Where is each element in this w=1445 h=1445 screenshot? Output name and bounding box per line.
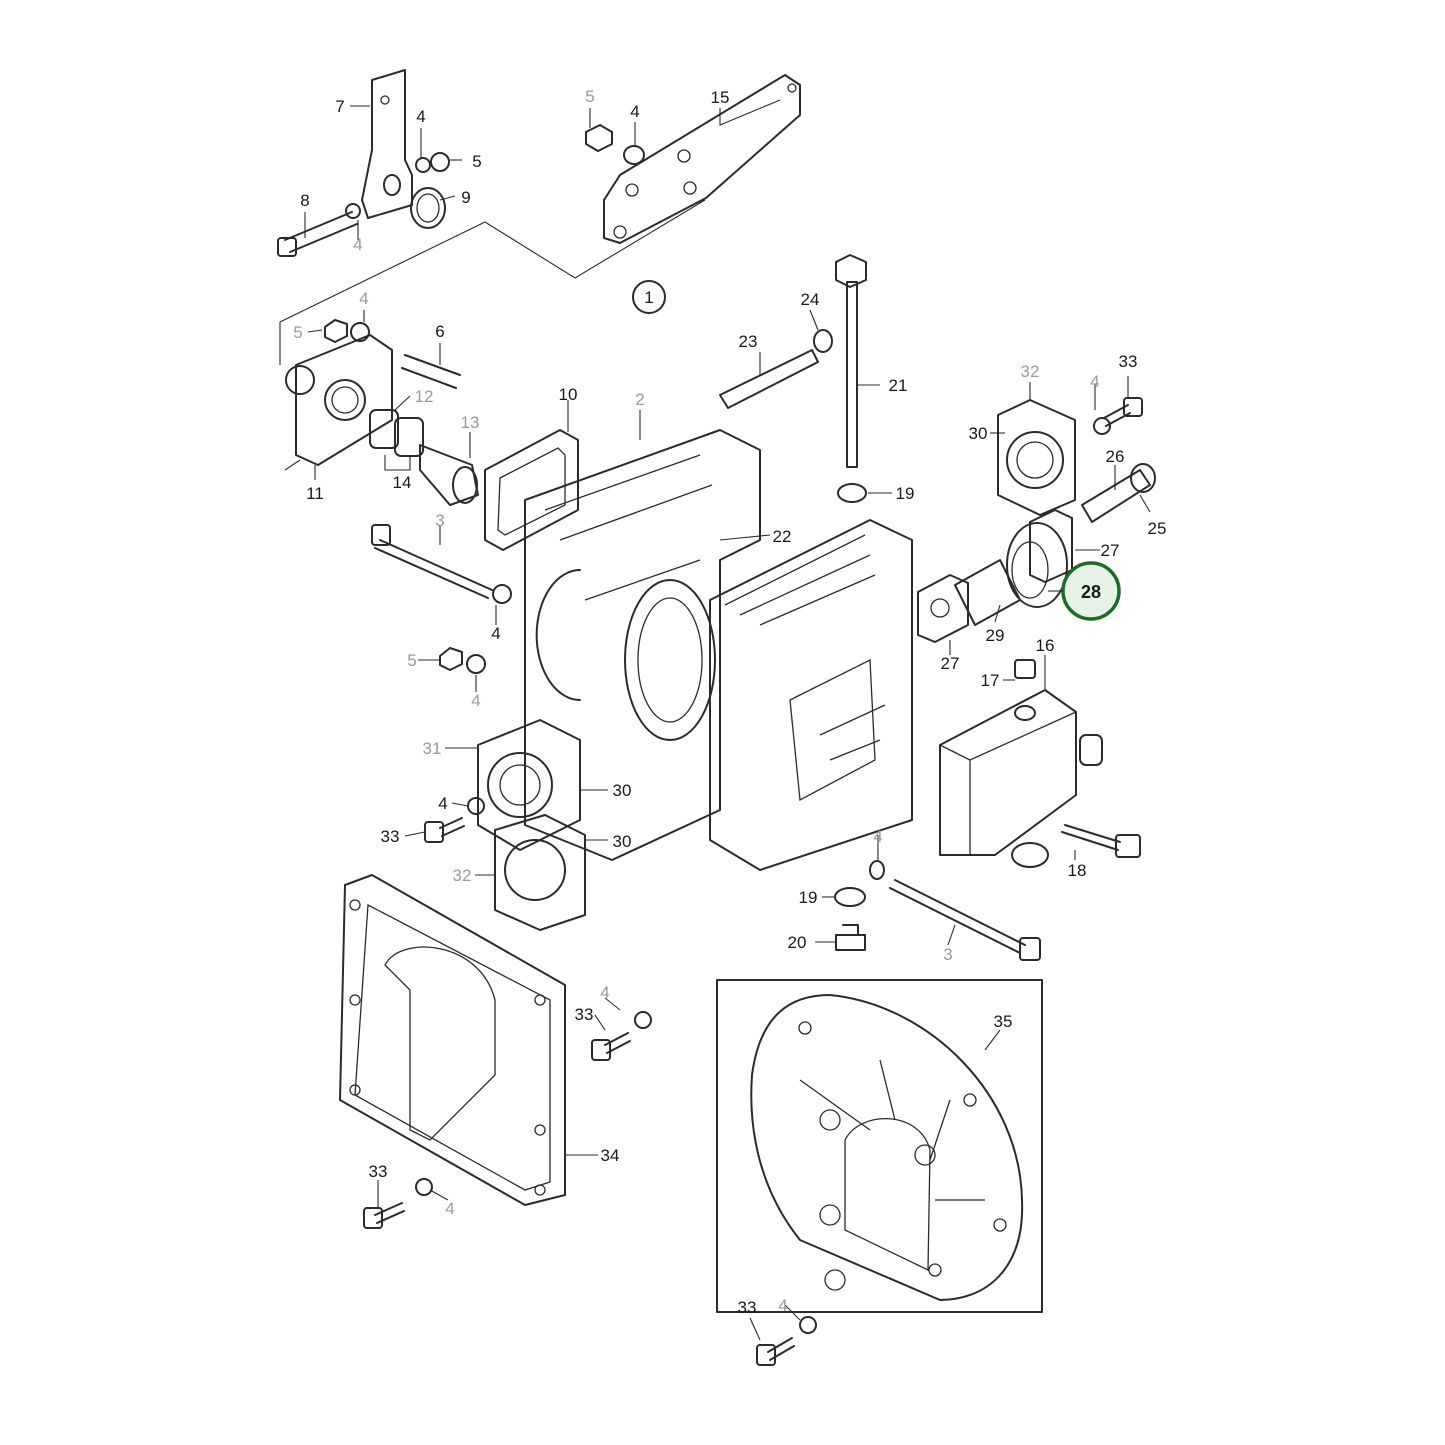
callout-26[interactable]: 26: [1106, 447, 1125, 466]
callout-4[interactable]: 4: [1090, 372, 1099, 391]
callout-4[interactable]: 4: [600, 983, 609, 1002]
highlight-label-28: 28: [1081, 582, 1101, 602]
group-marker-label: 1: [644, 288, 653, 307]
callout-5[interactable]: 5: [585, 87, 594, 106]
callout-6[interactable]: 6: [435, 322, 444, 341]
callout-15[interactable]: 15: [711, 88, 730, 107]
callout-4[interactable]: 4: [416, 107, 425, 126]
callout-12[interactable]: 12: [415, 387, 434, 406]
gasket-34: [339, 874, 566, 1206]
callout-27[interactable]: 27: [1101, 541, 1120, 560]
callout-4[interactable]: 4: [873, 827, 882, 846]
callout-24[interactable]: 24: [801, 290, 820, 309]
callout-30[interactable]: 30: [613, 781, 632, 800]
callout-9[interactable]: 9: [461, 188, 470, 207]
gasket-10: [484, 429, 579, 551]
callout-4[interactable]: 4: [630, 102, 639, 121]
callout-25[interactable]: 25: [1148, 519, 1167, 538]
callout-2[interactable]: 2: [635, 390, 644, 409]
callout-3[interactable]: 3: [435, 511, 444, 530]
callout-14[interactable]: 14: [393, 473, 412, 492]
callout-4[interactable]: 4: [491, 624, 500, 643]
part-drawings: [277, 69, 1156, 1366]
callout-4[interactable]: 4: [353, 235, 362, 254]
bracket-7: [361, 69, 413, 219]
shaft-13: [419, 444, 479, 506]
group-marker-circle: [632, 280, 666, 314]
callout-3[interactable]: 3: [943, 945, 952, 964]
callout-13[interactable]: 13: [461, 413, 480, 432]
callout-32[interactable]: 32: [1021, 362, 1040, 381]
shaft-21: [846, 281, 858, 468]
highlight-callout[interactable]: 28: [1048, 561, 1121, 621]
callout-32[interactable]: 32: [453, 866, 472, 885]
callout-33[interactable]: 33: [369, 1162, 388, 1181]
plug-20: [835, 924, 866, 951]
callout-21[interactable]: 21: [889, 376, 908, 395]
seal-19b: [834, 887, 866, 907]
bolt-3a: [374, 539, 493, 599]
callout-10[interactable]: 10: [559, 385, 578, 404]
callout-4[interactable]: 4: [778, 1296, 787, 1315]
dowel-23: [719, 349, 819, 409]
part-labels: 7 5 4 15 4 5 8 9 4 4 5 6 24 23 21 32 4 3…: [293, 87, 1166, 1317]
cover-block: [709, 519, 913, 871]
callout-23[interactable]: 23: [739, 332, 758, 351]
callout-4[interactable]: 4: [445, 1199, 454, 1218]
gear-28: [1006, 522, 1068, 608]
callout-16[interactable]: 16: [1036, 636, 1055, 655]
callout-34[interactable]: 34: [601, 1146, 620, 1165]
housing-2: [524, 429, 761, 861]
bolt-8: [284, 211, 358, 253]
stud-6: [401, 354, 461, 389]
group-outline: [279, 199, 706, 471]
gasket-27a: [917, 574, 969, 643]
callout-4[interactable]: 4: [471, 691, 480, 710]
callout-33[interactable]: 33: [381, 827, 400, 846]
callout-33[interactable]: 33: [738, 1298, 757, 1317]
callout-7[interactable]: 7: [335, 97, 344, 116]
shaft-29: [954, 559, 1021, 626]
callout-20[interactable]: 20: [788, 933, 807, 952]
callout-4[interactable]: 4: [438, 794, 447, 813]
callout-19[interactable]: 19: [896, 484, 915, 503]
callout-33[interactable]: 33: [1119, 352, 1138, 371]
callout-4[interactable]: 4: [359, 289, 368, 308]
callout-22[interactable]: 22: [773, 527, 792, 546]
callout-33[interactable]: 33: [575, 1005, 594, 1024]
callout-29[interactable]: 29: [986, 626, 1005, 645]
flange-11: [295, 334, 393, 466]
callout-5[interactable]: 5: [407, 651, 416, 670]
callout-8[interactable]: 8: [300, 191, 309, 210]
bolt-18: [1061, 824, 1121, 851]
callout-35[interactable]: 35: [994, 1012, 1013, 1031]
gasket-27b: [1029, 509, 1073, 583]
pin-26: [1081, 469, 1151, 523]
bearing-12: [369, 409, 399, 449]
callout-17[interactable]: 17: [981, 671, 1000, 690]
block-16: [939, 689, 1077, 856]
callout-5[interactable]: 5: [472, 152, 481, 171]
bolt-3b: [889, 879, 1026, 954]
inset-frame: [716, 979, 1043, 1313]
cover-35: [750, 994, 1024, 1301]
callout-31[interactable]: 31: [423, 739, 442, 758]
callout-18[interactable]: 18: [1068, 861, 1087, 880]
callout-30[interactable]: 30: [613, 832, 632, 851]
callout-27[interactable]: 27: [941, 654, 960, 673]
flange-32: [494, 814, 586, 931]
callout-19[interactable]: 19: [799, 888, 818, 907]
callout-30[interactable]: 30: [969, 424, 988, 443]
ring-9: [410, 187, 446, 229]
seal-19a: [837, 483, 867, 503]
plate-15: [603, 74, 801, 244]
flange-31: [477, 719, 581, 851]
callout-5[interactable]: 5: [293, 323, 302, 342]
callout-11[interactable]: 11: [306, 484, 324, 503]
leader-lines: [304, 99, 1151, 1341]
